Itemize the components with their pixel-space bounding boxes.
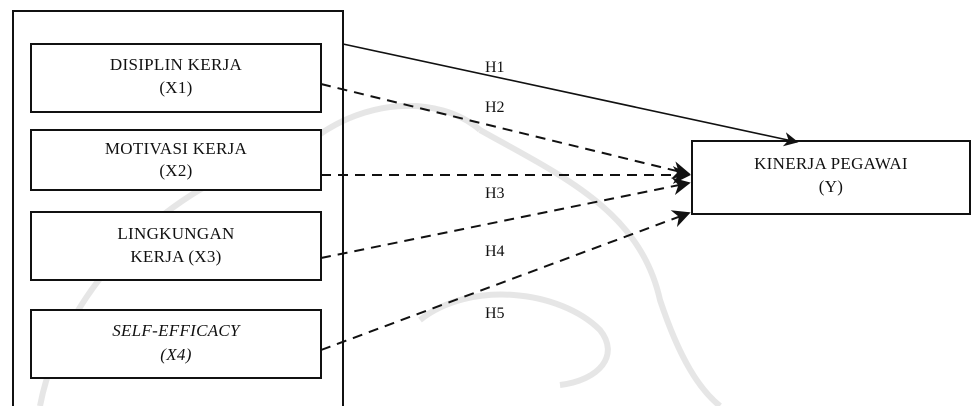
node-y-box: [691, 140, 971, 215]
edge-h1: [342, 43, 799, 147]
node-y-line1: KINERJA PEGAWAI: [754, 154, 908, 173]
node-x4-line1: SELF-EFFICACY: [112, 321, 241, 340]
edge-labels: H1 H2 H3 H4 H5: [485, 59, 505, 322]
node-x1-line2: (X1): [159, 78, 192, 97]
node-x1-box: [30, 43, 322, 113]
node-x1: DISIPLIN KERJA (X1): [30, 43, 322, 113]
node-x3-line2: KERJA (X3): [130, 247, 221, 266]
edge-label-h1: H1: [485, 59, 505, 76]
independent-variables-frame: [12, 10, 344, 406]
node-y-line2: (Y): [819, 177, 844, 196]
edge-h2: [320, 83, 691, 179]
node-x2-box: [30, 129, 322, 191]
node-x1-line1: DISIPLIN KERJA: [110, 55, 243, 74]
node-x2: MOTIVASI KERJA (X2): [30, 129, 322, 191]
node-y: KINERJA PEGAWAI (Y): [691, 140, 971, 215]
node-x2-line2: (X2): [159, 161, 192, 180]
edge-h4: [320, 177, 691, 259]
edges: [320, 43, 799, 351]
node-x4-box: [30, 309, 322, 379]
node-x3: LINGKUNGAN KERJA (X3): [30, 211, 322, 281]
edge-label-h2: H2: [485, 99, 505, 116]
node-x3-line1: LINGKUNGAN: [117, 224, 234, 243]
node-x4: SELF-EFFICACY (X4): [30, 309, 322, 379]
edge-h5: [320, 210, 691, 351]
edge-label-h3: H3: [485, 185, 505, 202]
node-x3-box: [30, 211, 322, 281]
edge-label-h4: H4: [485, 243, 505, 260]
edge-label-h5: H5: [485, 305, 505, 322]
node-x2-line1: MOTIVASI KERJA: [105, 139, 248, 158]
node-x4-line2: (X4): [160, 345, 191, 364]
